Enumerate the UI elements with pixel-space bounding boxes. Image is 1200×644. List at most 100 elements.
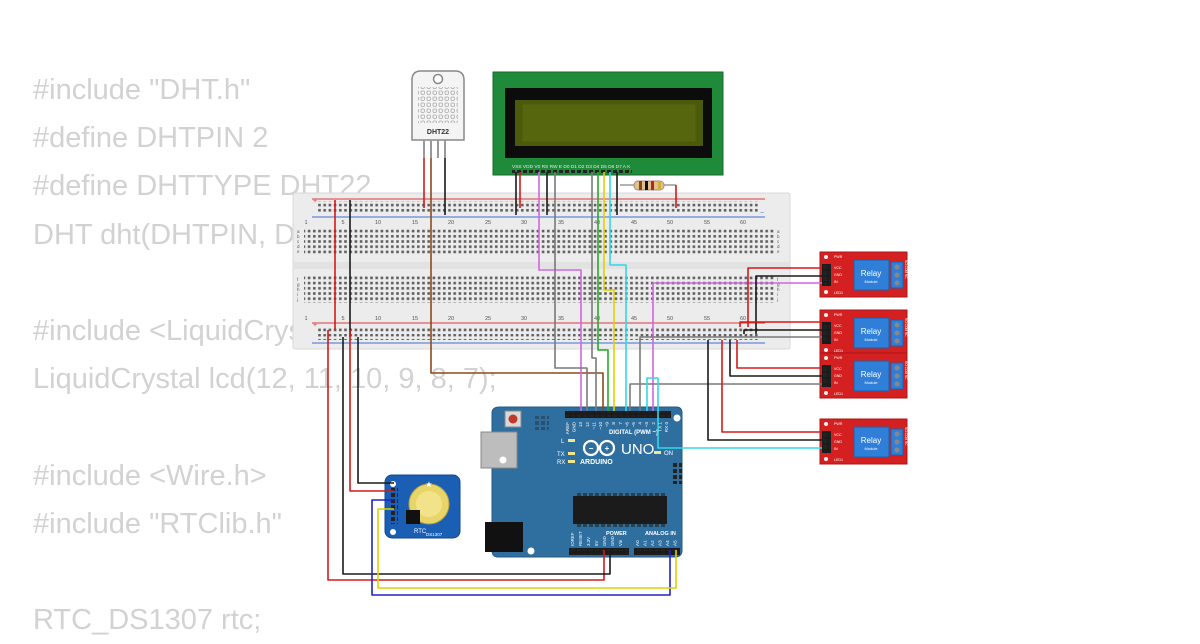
dht22-label: DHT22 (427, 129, 449, 136)
breadboard-row-letter: j (296, 297, 298, 302)
svg-text:−: − (760, 210, 764, 217)
uno-digital-pin-label: ~9 (605, 422, 610, 428)
code-line: #include "RTClib.h" (33, 507, 282, 540)
breadboard-column-number: 20 (448, 316, 454, 322)
star-icon: ★ (425, 480, 432, 489)
uno-analog-pin-label: A4 (665, 540, 670, 546)
uno-digital-pin-label: ~6 (624, 422, 629, 428)
relay-pin-label: GND (834, 273, 842, 277)
relay-led-label: LED1 (834, 349, 843, 353)
uno-digital-pin-label: 12 (585, 422, 590, 428)
svg-text:+: + (605, 444, 610, 453)
uno-analog-pin-label: A0 (635, 540, 640, 546)
relay-title: Relay (861, 269, 881, 278)
relay-pin-label: VCC (834, 324, 842, 328)
breadboard-column-number: 5 (341, 316, 344, 322)
wire-rtc-scl (377, 508, 677, 589)
relay-pwr-label: PWR (834, 356, 843, 360)
uno-digital-pin-label: AREF (565, 422, 570, 434)
wire-uno-5v (327, 330, 605, 581)
wire-rtc-vcc (349, 330, 394, 492)
resistor (620, 180, 676, 191)
uno-digital-label: DIGITAL (PWM ~) (609, 430, 658, 436)
uno-digital-pin-label: 13 (578, 422, 583, 428)
breadboard-column-number: 45 (631, 220, 637, 226)
wire-relay4-vcc (721, 340, 822, 433)
relay-terminal-labels: NO COM NC (904, 361, 908, 380)
breadboard-column-number: 10 (375, 220, 381, 226)
code-line: #include "DHT.h" (33, 74, 251, 106)
wire-uno-gnd (342, 337, 611, 575)
uno-analog-pin-label: A2 (650, 540, 655, 546)
wire-lcd-rs (538, 172, 582, 411)
breadboard-row-letter: i (297, 292, 298, 297)
breadboard-column-number: 1 (304, 220, 307, 226)
uno-digital-pin-label: ~3 (644, 422, 649, 428)
uno-on-label: ON (664, 451, 673, 457)
uno-model-label: UNO (621, 441, 654, 458)
uno-digital-pin-label: ~11 (591, 422, 596, 430)
uno-led-tx-label: TX (557, 452, 565, 458)
breadboard-column-number: 35 (558, 316, 564, 322)
uno-digital-pin-label: 2 (651, 422, 656, 425)
relay-pin-label: IN (834, 381, 838, 385)
wire-relay4-in (646, 377, 822, 449)
relay-terminal-labels: NO COM NC (904, 318, 908, 337)
uno-power-pin-label: IOREF (570, 532, 575, 546)
relay-pin-label: GND (834, 331, 842, 335)
breadboard-row-letter: i (777, 292, 778, 297)
breadboard-column-number: 1 (304, 316, 307, 322)
relay-terminal-labels: NO COM NC (904, 260, 908, 279)
uno-power-pin-label: GND (602, 536, 607, 546)
uno-analog-label: ANALOG IN (645, 531, 676, 537)
wire-lcd-d5 (597, 172, 609, 411)
uno-power-pin-label: RESET (578, 531, 583, 546)
uno-digital-pin-label: 7 (618, 422, 623, 425)
uno-digital-pin-label: ~10 (598, 422, 603, 430)
wire-relay2-vcc (739, 321, 822, 327)
wire-lcd-d6 (603, 172, 615, 411)
wire-lcd-d7 (609, 172, 627, 411)
arduino-logo-icon: − + (582, 439, 616, 457)
svg-text:−: − (589, 444, 594, 453)
rtc-chip-label: DS1307 (426, 532, 443, 537)
code-line: #include <Wire.h> (33, 459, 267, 492)
wire-relay1-vcc (747, 267, 822, 327)
breadboard-row-letter: c (777, 239, 780, 244)
uno-power-pin-label: 3.3V (586, 537, 591, 546)
breadboard-row-letter: c (297, 239, 300, 244)
relay-pwr-label: PWR (834, 313, 843, 317)
uno-digital-pin-label: 8 (611, 422, 616, 425)
dht22-sensor: DHT22 (411, 70, 465, 158)
uno-power-pin-label: 5V (594, 541, 599, 546)
breadboard-row-letter: a (777, 229, 780, 234)
breadboard-row-letter: a (297, 229, 300, 234)
uno-power-pin-label: GND (610, 536, 615, 546)
relay-pin-label: IN (834, 447, 838, 451)
breadboard-column-number: 60 (740, 220, 746, 226)
relay-pwr-label: PWR (834, 255, 843, 259)
uno-digital-pin-label: ~5 (631, 422, 636, 428)
uno-digital-pin-label: GND (572, 421, 577, 432)
relay-led-label: LED1 (834, 392, 843, 396)
relay-pin-label: VCC (834, 266, 842, 270)
relay-pin-label: GND (834, 440, 842, 444)
relay-title: Relay (861, 370, 881, 379)
breadboard-column-number: 50 (667, 220, 673, 226)
relay-pwr-label: PWR (834, 422, 843, 426)
breadboard-row-letter: d (777, 244, 780, 249)
relay-pin-label: GND (834, 374, 842, 378)
uno-led-l-label: L (561, 439, 565, 445)
wire-relay3-vcc (736, 340, 822, 369)
relay-subtitle: Module (864, 337, 878, 342)
uno-analog-pin-label: A1 (643, 540, 648, 546)
relay-subtitle: Module (864, 446, 878, 451)
breadboard-column-number: 40 (594, 316, 600, 322)
